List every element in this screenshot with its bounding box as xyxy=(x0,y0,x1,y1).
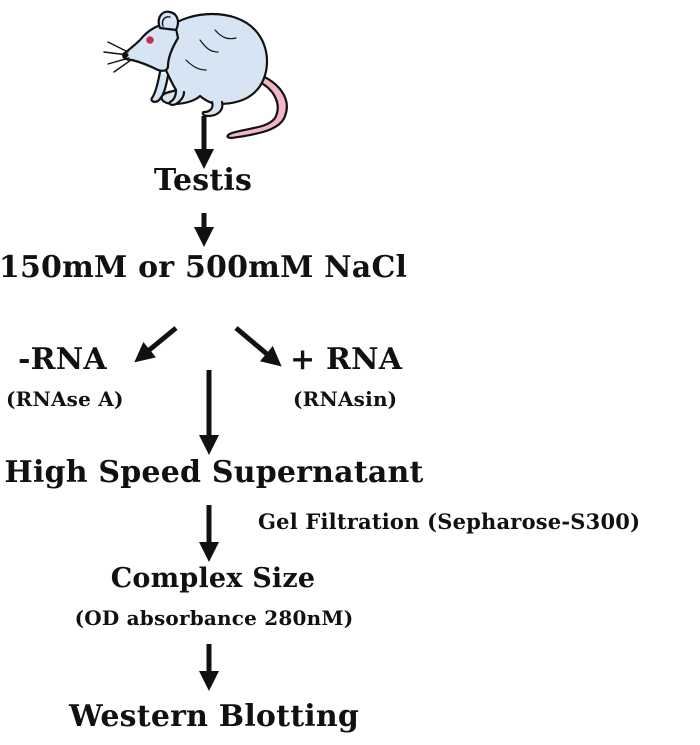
step-supernatant: High Speed Supernatant xyxy=(4,455,424,490)
step-salt-concentration: 150mM or 500mM NaCl xyxy=(0,250,408,285)
step-testis: Testis xyxy=(153,163,253,198)
step-western-blotting: Western Blotting xyxy=(68,699,360,734)
rat-icon xyxy=(103,10,288,140)
step-minus-rna-note: (RNAse A) xyxy=(6,387,124,411)
arrow-salt-to-plus-rna xyxy=(234,326,282,367)
step-minus-rna: -RNA xyxy=(18,342,107,377)
step-complex-size-note: (OD absorbance 280nM) xyxy=(74,606,354,630)
step-complex-size: Complex Size xyxy=(110,563,316,594)
arrow-salt-to-minus-rna xyxy=(134,326,178,363)
step-plus-rna: + RNA xyxy=(290,342,403,377)
step-gel-filtration: Gel Filtration (Sepharose-S300) xyxy=(258,509,641,534)
step-plus-rna-note: (RNAsin) xyxy=(293,387,398,411)
